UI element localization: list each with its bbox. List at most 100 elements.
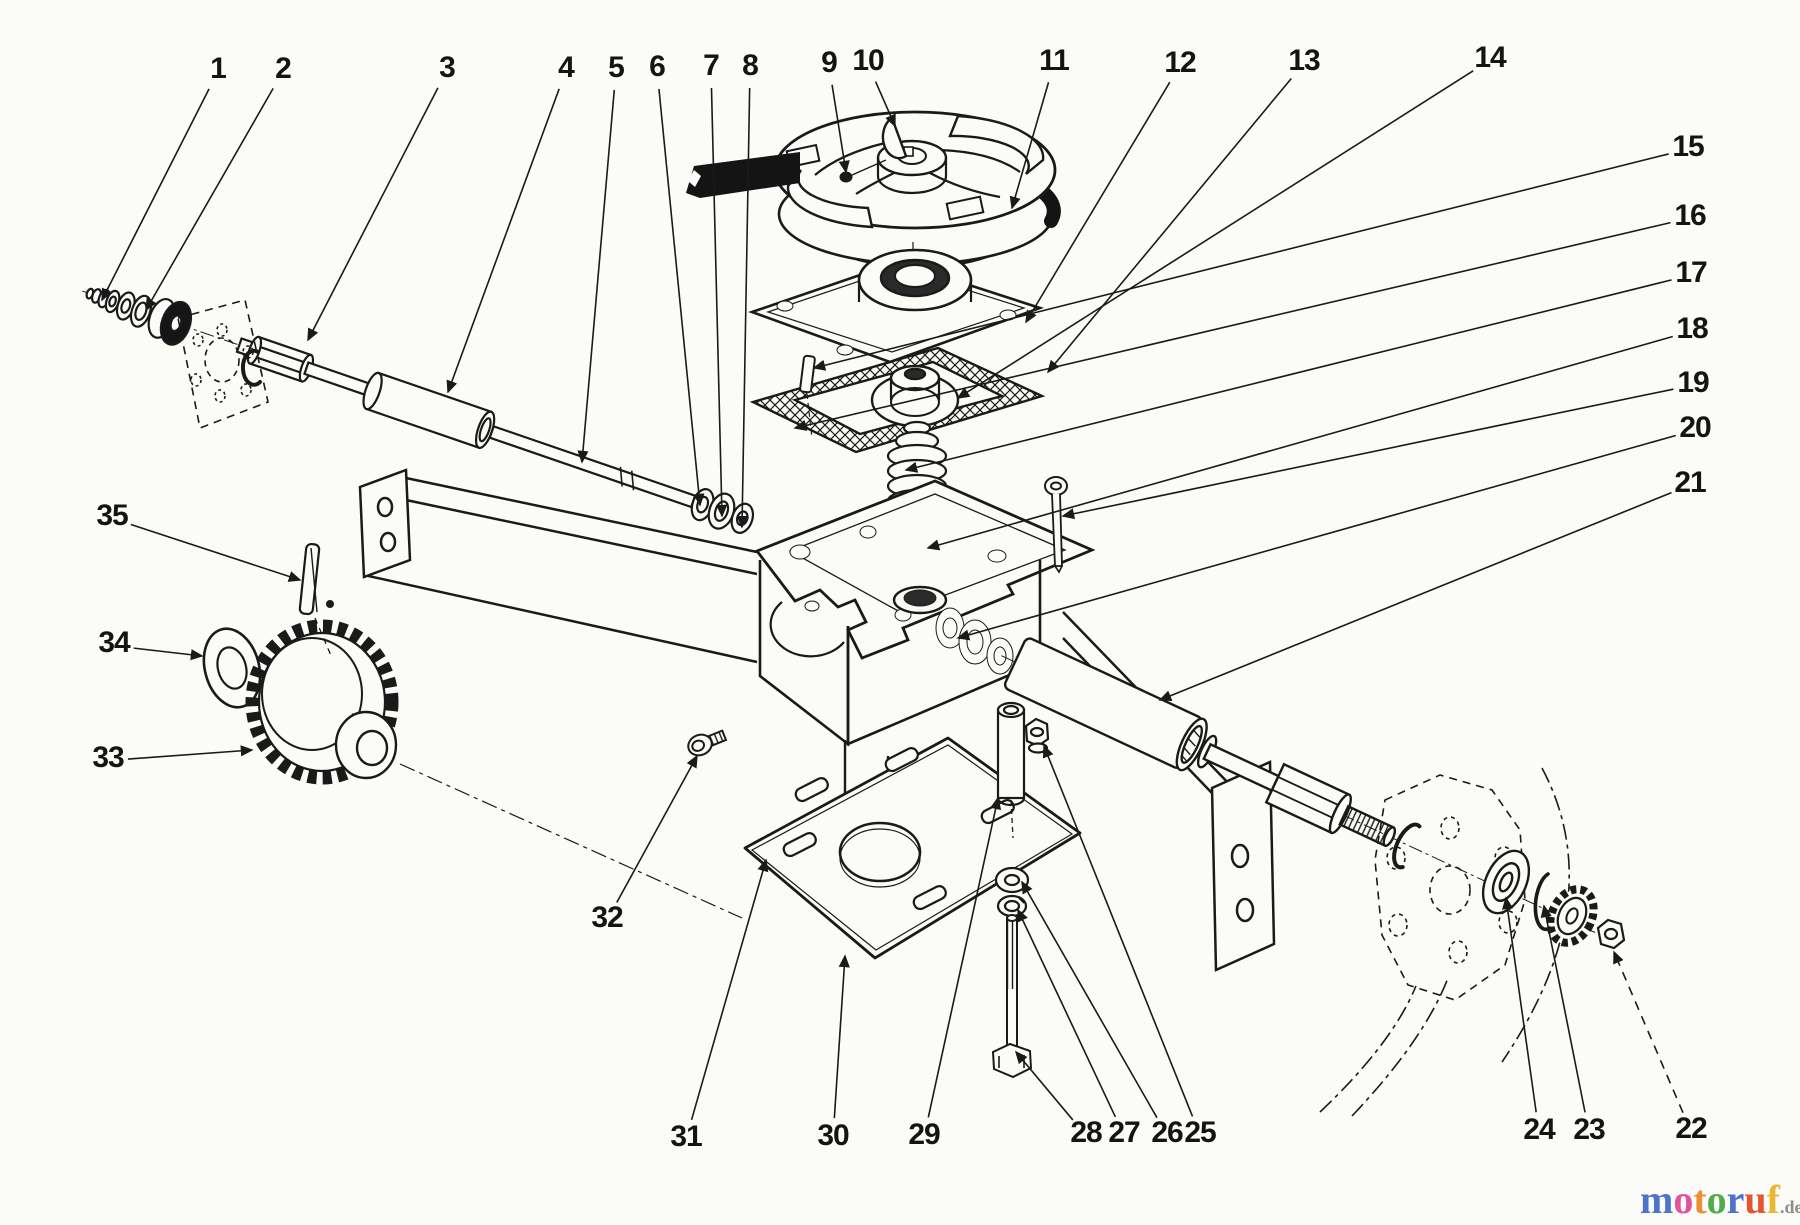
leader-line-10 [874, 81, 896, 128]
callout-1: 1 [210, 52, 226, 85]
wheel-snap-ring [1533, 872, 1552, 932]
callout-19: 19 [1677, 366, 1709, 399]
pulley-assembly [773, 110, 1061, 269]
bearing-cover-plate [748, 248, 1045, 364]
leader-line-24 [1502, 896, 1537, 1113]
leader-line-25 [1042, 744, 1194, 1117]
callout-23: 23 [1573, 1113, 1605, 1146]
callout-12: 12 [1164, 46, 1196, 79]
leader-line-21 [1158, 491, 1672, 701]
callout-31: 31 [670, 1120, 702, 1153]
leader-line-20 [956, 434, 1676, 641]
motoruf-logo[interactable]: motoruf.de [1640, 1177, 1800, 1222]
right-frame-bracket [1210, 760, 1276, 972]
callout-22: 22 [1675, 1112, 1707, 1145]
callout-34: 34 [98, 626, 131, 659]
leader-line-17 [904, 279, 1672, 473]
callout-20: 20 [1679, 411, 1711, 444]
callout-16: 16 [1674, 199, 1706, 232]
callout-7: 7 [703, 49, 719, 82]
belt-end-notch [688, 170, 701, 187]
callout-10: 10 [852, 44, 884, 77]
callout-30: 30 [817, 1119, 849, 1152]
wheel-bearing [1481, 849, 1531, 915]
callout-26: 26 [1151, 1116, 1183, 1149]
leader-line-5 [577, 89, 616, 464]
leader-line-4 [446, 88, 560, 394]
long-bolt [991, 914, 1033, 1079]
callout-29: 29 [908, 1118, 940, 1151]
callout-18: 18 [1676, 312, 1708, 345]
callout-25: 25 [1184, 1116, 1216, 1149]
callout-2: 2 [275, 52, 291, 85]
callout-27: 27 [1108, 1116, 1140, 1149]
callout-15: 15 [1672, 130, 1704, 163]
leader-line-27 [1017, 908, 1117, 1118]
callout-8: 8 [742, 49, 758, 82]
leader-line-2 [145, 88, 274, 312]
mounting-plate [743, 736, 1082, 960]
callout-3: 3 [439, 51, 455, 84]
callout-28: 28 [1070, 1116, 1102, 1149]
pin-alignment-dash [314, 617, 333, 659]
gear-key-pin [298, 542, 321, 616]
leader-line-3 [307, 87, 439, 342]
washers [994, 866, 1030, 918]
thrust-washer [202, 627, 262, 709]
callout-11: 11 [1039, 44, 1069, 77]
leader-line-29 [927, 796, 1002, 1118]
callout-6: 6 [649, 50, 665, 83]
leader-line-14 [956, 70, 1474, 399]
callout-35: 35 [96, 499, 128, 532]
leader-line-7 [710, 87, 728, 518]
leader-line-8 [736, 87, 751, 529]
leader-line-13 [1046, 77, 1292, 374]
left-snap-ring [240, 348, 262, 387]
spacer-and-nut [996, 701, 1050, 839]
leader-line-31 [690, 858, 769, 1121]
callout-14: 14 [1474, 41, 1507, 74]
gear-axis-centerline [399, 763, 743, 919]
leader-line-12 [1025, 81, 1171, 324]
callout-4: 4 [558, 51, 575, 84]
callout-17: 17 [1675, 256, 1707, 289]
leader-line-6 [658, 88, 705, 507]
callout-24: 24 [1523, 1113, 1556, 1146]
gear-teeth-ring [245, 619, 399, 785]
leader-line-35 [130, 523, 302, 582]
leader-line-16 [793, 221, 1671, 431]
leader-line-30 [833, 954, 850, 1119]
callout-13: 13 [1288, 44, 1320, 77]
callout-32: 32 [591, 901, 623, 934]
leader-line-9 [831, 84, 850, 174]
callout-33: 33 [92, 741, 124, 774]
leader-line-22 [1613, 950, 1684, 1113]
leader-line-18 [926, 335, 1673, 551]
leader-line-34 [133, 647, 204, 661]
leader-line-23 [1540, 904, 1586, 1113]
drive-pinion [1546, 885, 1598, 947]
callout-21: 21 [1674, 466, 1706, 499]
leader-line-11 [1009, 82, 1050, 210]
flange-screw [687, 729, 728, 757]
left-frame-bracket [358, 468, 412, 579]
callout-9: 9 [821, 46, 837, 79]
gasket [749, 346, 1046, 454]
axle-nut [1596, 918, 1626, 950]
leader-line-1 [101, 88, 210, 302]
leader-line-15 [812, 153, 1669, 371]
leader-line-19 [1061, 388, 1674, 520]
leader-line-26 [1021, 880, 1158, 1119]
left-phantom-plate [177, 299, 269, 430]
dowel-pin [799, 354, 816, 439]
upper-bearing [870, 364, 960, 428]
frame-angle-bar [363, 476, 1236, 816]
leader-line-33 [127, 745, 254, 760]
leader-line-32 [616, 754, 698, 903]
callout-5: 5 [608, 51, 624, 84]
pinion-gear-assembly [202, 600, 399, 785]
right-axle-assembly [1001, 637, 1596, 933]
